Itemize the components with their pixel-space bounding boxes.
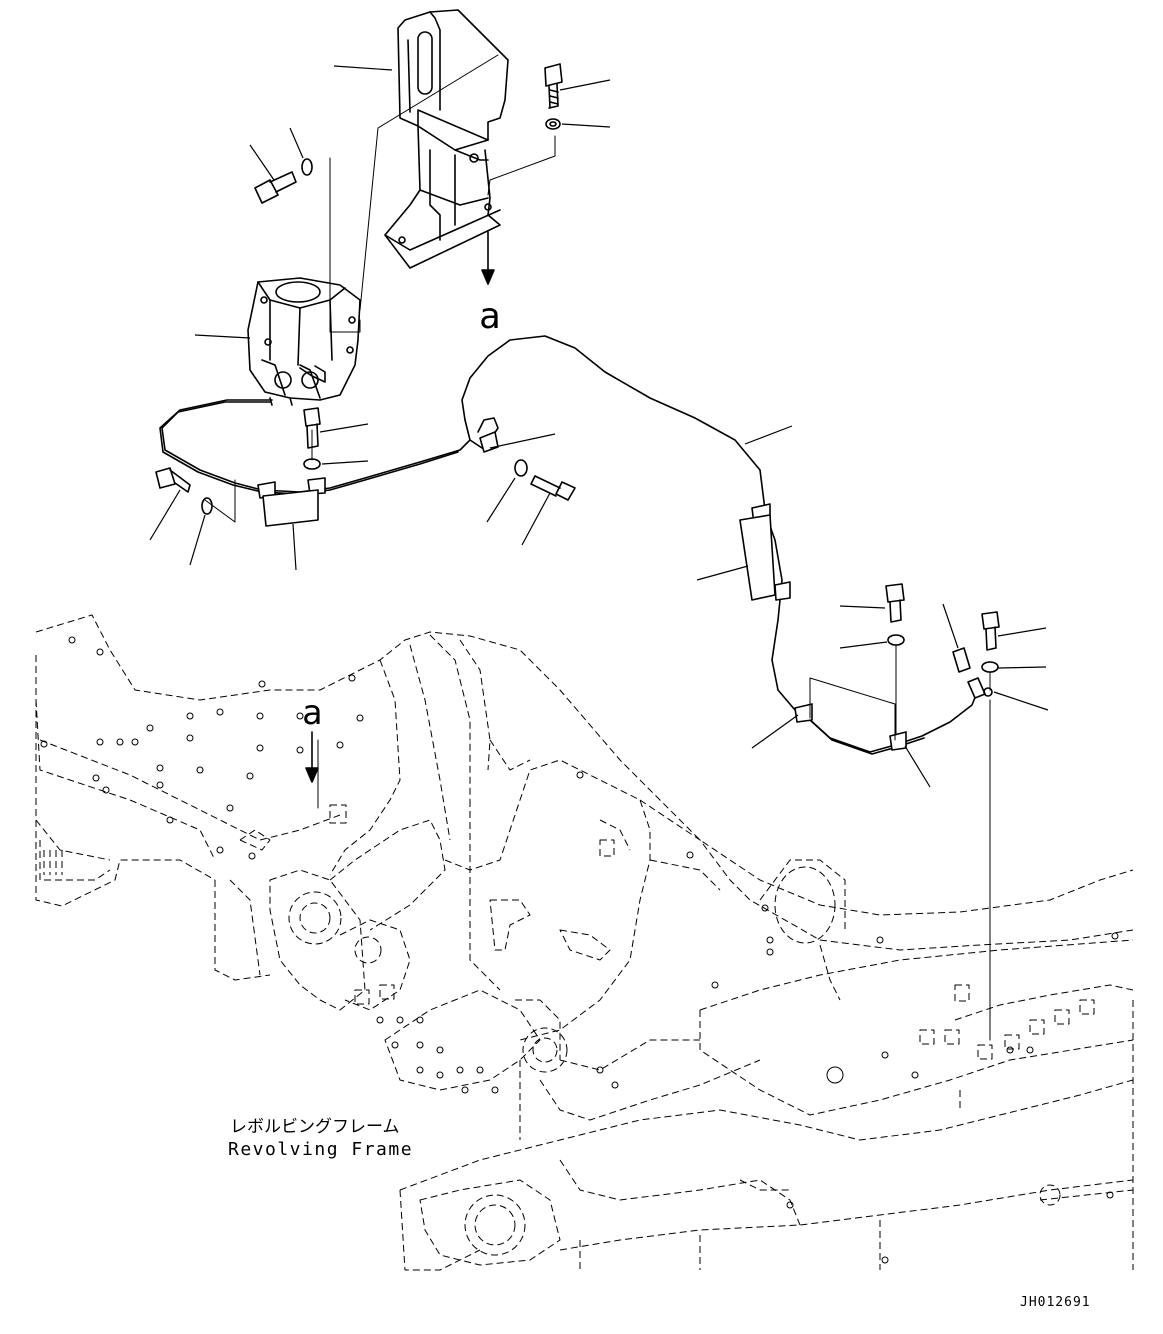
bolt-icon xyxy=(981,611,1000,651)
callout-leaders xyxy=(149,65,1049,788)
washer-icon xyxy=(545,118,561,130)
frame-label-jp: レボルビングフレーム xyxy=(230,1117,400,1137)
washer-icon xyxy=(887,634,905,646)
harness-terminal xyxy=(952,647,971,673)
bolt-icon xyxy=(254,171,297,204)
frame-label-en: Revolving Frame xyxy=(228,1139,413,1160)
harness-tag xyxy=(262,489,319,527)
assembly-lines xyxy=(204,54,991,1041)
revolving-frame xyxy=(35,614,1134,1271)
bolt-icon xyxy=(544,63,563,109)
harness-clamp xyxy=(889,731,907,751)
washer-icon xyxy=(301,158,313,176)
washer-icon xyxy=(981,661,999,673)
harness-clamp xyxy=(774,581,791,601)
cover-slot-hole xyxy=(417,31,433,95)
bolt-icon xyxy=(885,583,905,623)
harness-clamp xyxy=(479,431,499,453)
fasteners xyxy=(155,63,1000,673)
washer-icon xyxy=(514,459,528,477)
valve-block xyxy=(247,277,361,406)
bolt-icon xyxy=(155,467,191,493)
harness-tag xyxy=(739,514,776,601)
view-marker-frame: a xyxy=(302,693,322,733)
wire-harness xyxy=(159,335,993,755)
harness-clamp xyxy=(794,703,813,723)
washer-icon xyxy=(201,497,213,515)
frame-holes xyxy=(40,636,1119,1264)
protective-cover xyxy=(384,9,509,269)
frame-nuts xyxy=(329,804,1095,1060)
drawing-id: JH012691 xyxy=(1020,1295,1091,1310)
view-marker-top: a xyxy=(479,296,501,337)
bolt-icon xyxy=(303,407,321,449)
harness-connector xyxy=(967,677,986,699)
bolt-icon xyxy=(530,475,576,501)
